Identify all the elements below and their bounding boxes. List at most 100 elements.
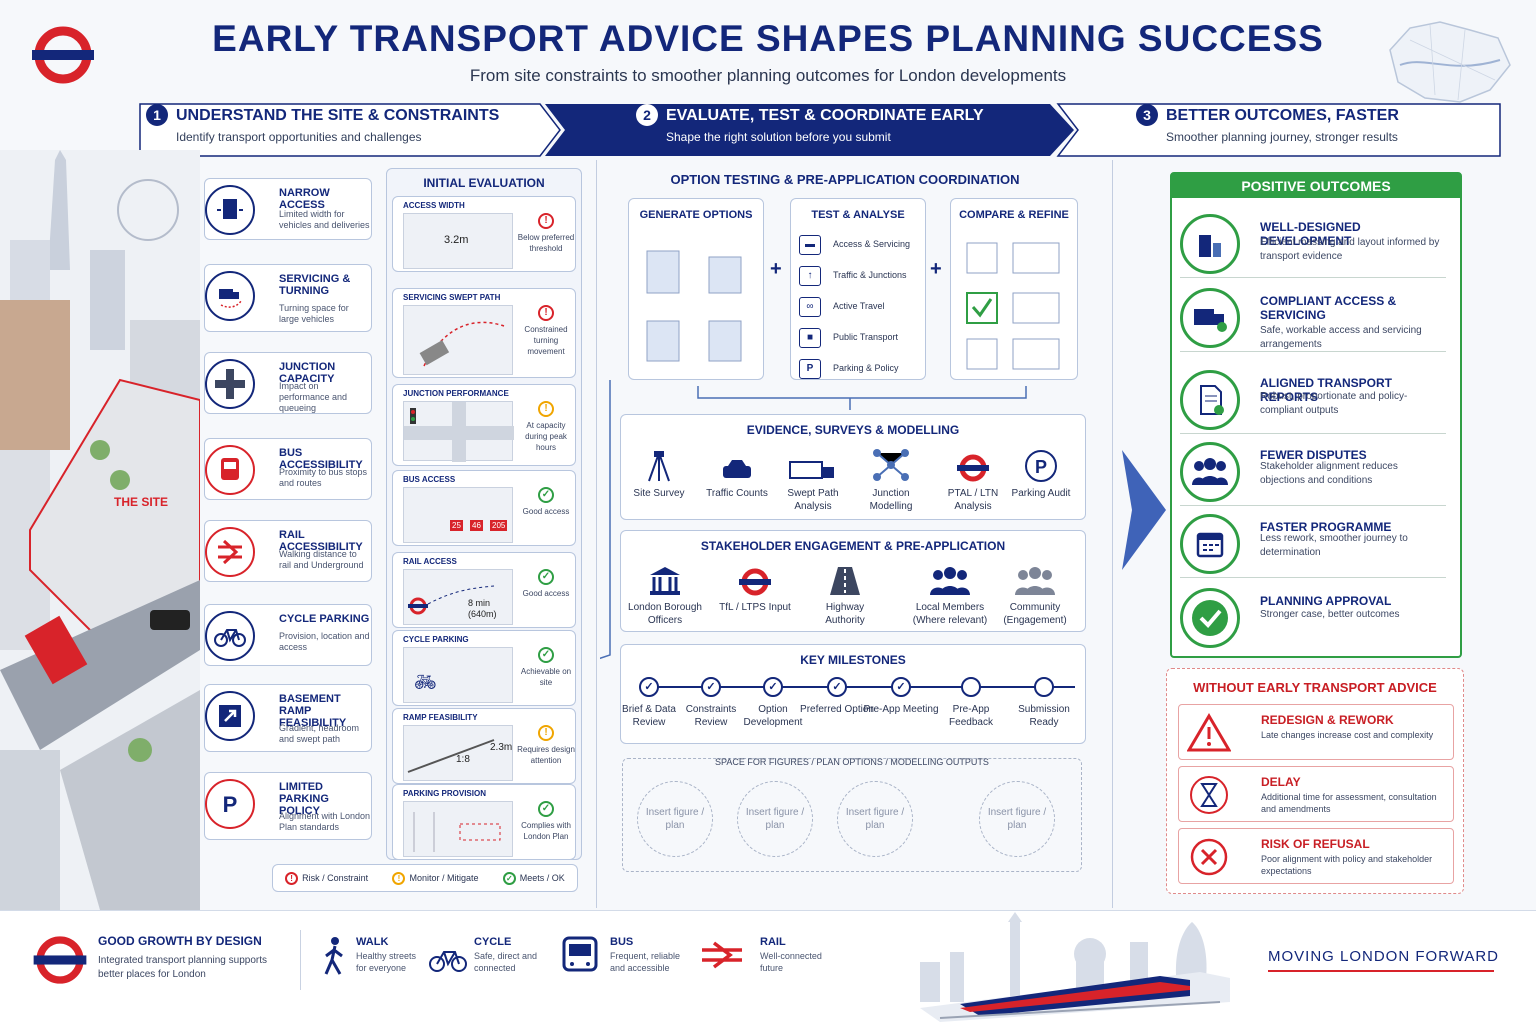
outcome-faster-programme: FASTER PROGRAMME Less rework, smoother j… [1180,504,1446,578]
people-group-icon [905,557,995,597]
svg-text:P: P [223,792,238,817]
eval-rail-access: RAIL ACCESS 8 min (640m) ✓Good access [392,552,576,628]
monitor-icon: ! [538,725,554,741]
monitor-icon: ! [538,401,554,417]
page-subtitle: From site constraints to smoother planni… [469,66,1067,85]
without-advice-title: WITHOUT EARLY TRANSPORT ADVICE [1193,680,1437,695]
arrow-right-icon [1122,450,1166,570]
london-skyline-train-illustration [920,912,1230,1022]
people-group-icon [1180,442,1240,502]
ramp-icon [205,691,255,741]
site-illustration [0,150,200,910]
test-analyse-card: TEST & ANALYSE ▬Access & Servicing ↑Traf… [790,198,926,380]
eval-junction-performance: JUNCTION PERFORMANCE !At capacity during… [392,384,576,466]
outcome-aligned-reports: ALIGNED TRANSPORT REPORTS Robust, propor… [1180,360,1446,434]
compare-plans-icon [966,242,1060,370]
constraint-narrow-access: NARROW ACCESS Limited width for vehicles… [204,178,372,240]
constraint-bus-accessibility: BUS ACCESSIBILITY Proximity to bus stops… [204,438,372,500]
compare-refine-card: COMPARE & REFINE [950,198,1078,380]
ok-icon: ✓ [538,487,554,503]
turning-truck-icon [205,271,255,321]
parking-icon: P [799,358,821,379]
flow-connectors [600,380,1027,660]
constraint-cycle-parking: CYCLE PARKING Provision, location and ac… [204,604,372,666]
outcome-planning-approval: PLANNING APPROVAL Stronger case, better … [1180,578,1446,652]
page-title: EARLY TRANSPORT ADVICE SHAPES PLANNING S… [212,18,1324,59]
roundel-logo-icon [32,26,94,84]
bus-icon: ■ [799,327,821,348]
bicycle-icon: ∞ [799,296,821,317]
walk-icon [324,937,343,975]
roundel-logo-icon [33,936,87,984]
ok-icon: ✓ [538,647,554,663]
borough-building-icon [625,557,705,597]
tagline: MOVING LONDON FORWARD [1268,948,1500,965]
bus-icon [562,936,598,972]
constraint-servicing-turning: SERVICING & TURNING Turning space for la… [204,264,372,332]
eval-cycle-parking: CYCLE PARKING 🚲︎ ✓Achievable on site [392,630,576,706]
risk-of-refusal: RISK OF REFUSAL Poor alignment with poli… [1178,828,1454,884]
bicycle-icon [429,951,467,972]
warning-icon [1187,711,1231,755]
hourglass-icon [1187,773,1231,817]
constraint-basement-ramp: BASEMENT RAMP FEASIBILITY Gradient, head… [204,684,372,752]
site-label: THE SITE [114,495,169,509]
evidence-panel: EVIDENCE, SURVEYS & MODELLING Site Surve… [620,414,1086,520]
outcome-well-designed: WELL-DESIGNED DEVELOPMENT Efficient mass… [1180,204,1446,278]
milestones-panel: KEY MILESTONES ✓Brief & Data Review ✓Con… [620,644,1086,744]
building-options-icon [646,250,742,362]
bicycle-icon [205,611,255,661]
risk-redesign-rework: REDESIGN & REWORK Late changes increase … [1178,704,1454,760]
truck-icon: ▬ [799,234,821,255]
constraint-rail-accessibility: RAIL ACCESSIBILITY Walking distance to r… [204,520,372,582]
status-legend: !Risk / Constraint !Monitor / Mitigate ✓… [272,864,578,892]
risk-delay: DELAY Additional time for assessment, co… [1178,766,1454,822]
initial-evaluation-title: INITIAL EVALUATION [423,176,545,190]
risk-icon: ! [538,305,554,321]
truck-check-icon [1180,288,1240,348]
highway-road-icon [805,557,885,597]
option-testing-title: OPTION TESTING & PRE-APPLICATION COORDIN… [670,172,1020,187]
footer [0,910,1536,1024]
constraint-limited-parking: P LIMITED PARKING POLICY Alignment with … [204,772,372,840]
parking-icon: P [205,779,255,829]
step-banner-arrows [139,103,1501,157]
bus-icon [205,445,255,495]
truck-icon [205,185,255,235]
parking-icon: P [1001,443,1081,483]
london-map-icon [1389,21,1511,103]
car-icon [697,443,777,483]
rail-icon [205,527,255,577]
survey-tripod-icon [619,443,699,483]
eval-servicing-swept-path: SERVICING SWEPT PATH !Constrained turnin… [392,288,576,378]
eval-parking-provision: PARKING PROVISION ✓Complies with London … [392,784,576,860]
calendar-icon [1180,514,1240,574]
junction-icon [205,359,255,409]
buildings-icon [1180,214,1240,274]
roundel-icon [715,557,795,597]
constraint-junction-capacity: JUNCTION CAPACITY Impact on performance … [204,352,372,414]
figures-placeholder-panel: SPACE FOR FIGURES / PLAN OPTIONS / MODEL… [622,757,1082,872]
ok-icon: ✓ [538,801,554,817]
network-icon [851,443,931,483]
rail-icon [702,941,742,969]
roundel-icon [933,443,1013,483]
positive-outcomes-title: POSITIVE OUTCOMES [1172,174,1460,198]
risk-icon: ! [538,213,554,229]
traffic-icon: ↑ [799,265,821,286]
ok-icon: ✓ [538,569,554,585]
checkmark-icon [1180,588,1240,648]
eval-bus-access: BUS ACCESS 25 46 205 ✓Good access [392,470,576,546]
document-check-icon [1180,370,1240,430]
generate-options-card: GENERATE OPTIONS [628,198,764,380]
outcome-compliant-access: COMPLIANT ACCESS & SERVICING Safe, worka… [1180,278,1446,352]
svg-text:P: P [1035,457,1047,477]
truck-icon [773,443,853,483]
